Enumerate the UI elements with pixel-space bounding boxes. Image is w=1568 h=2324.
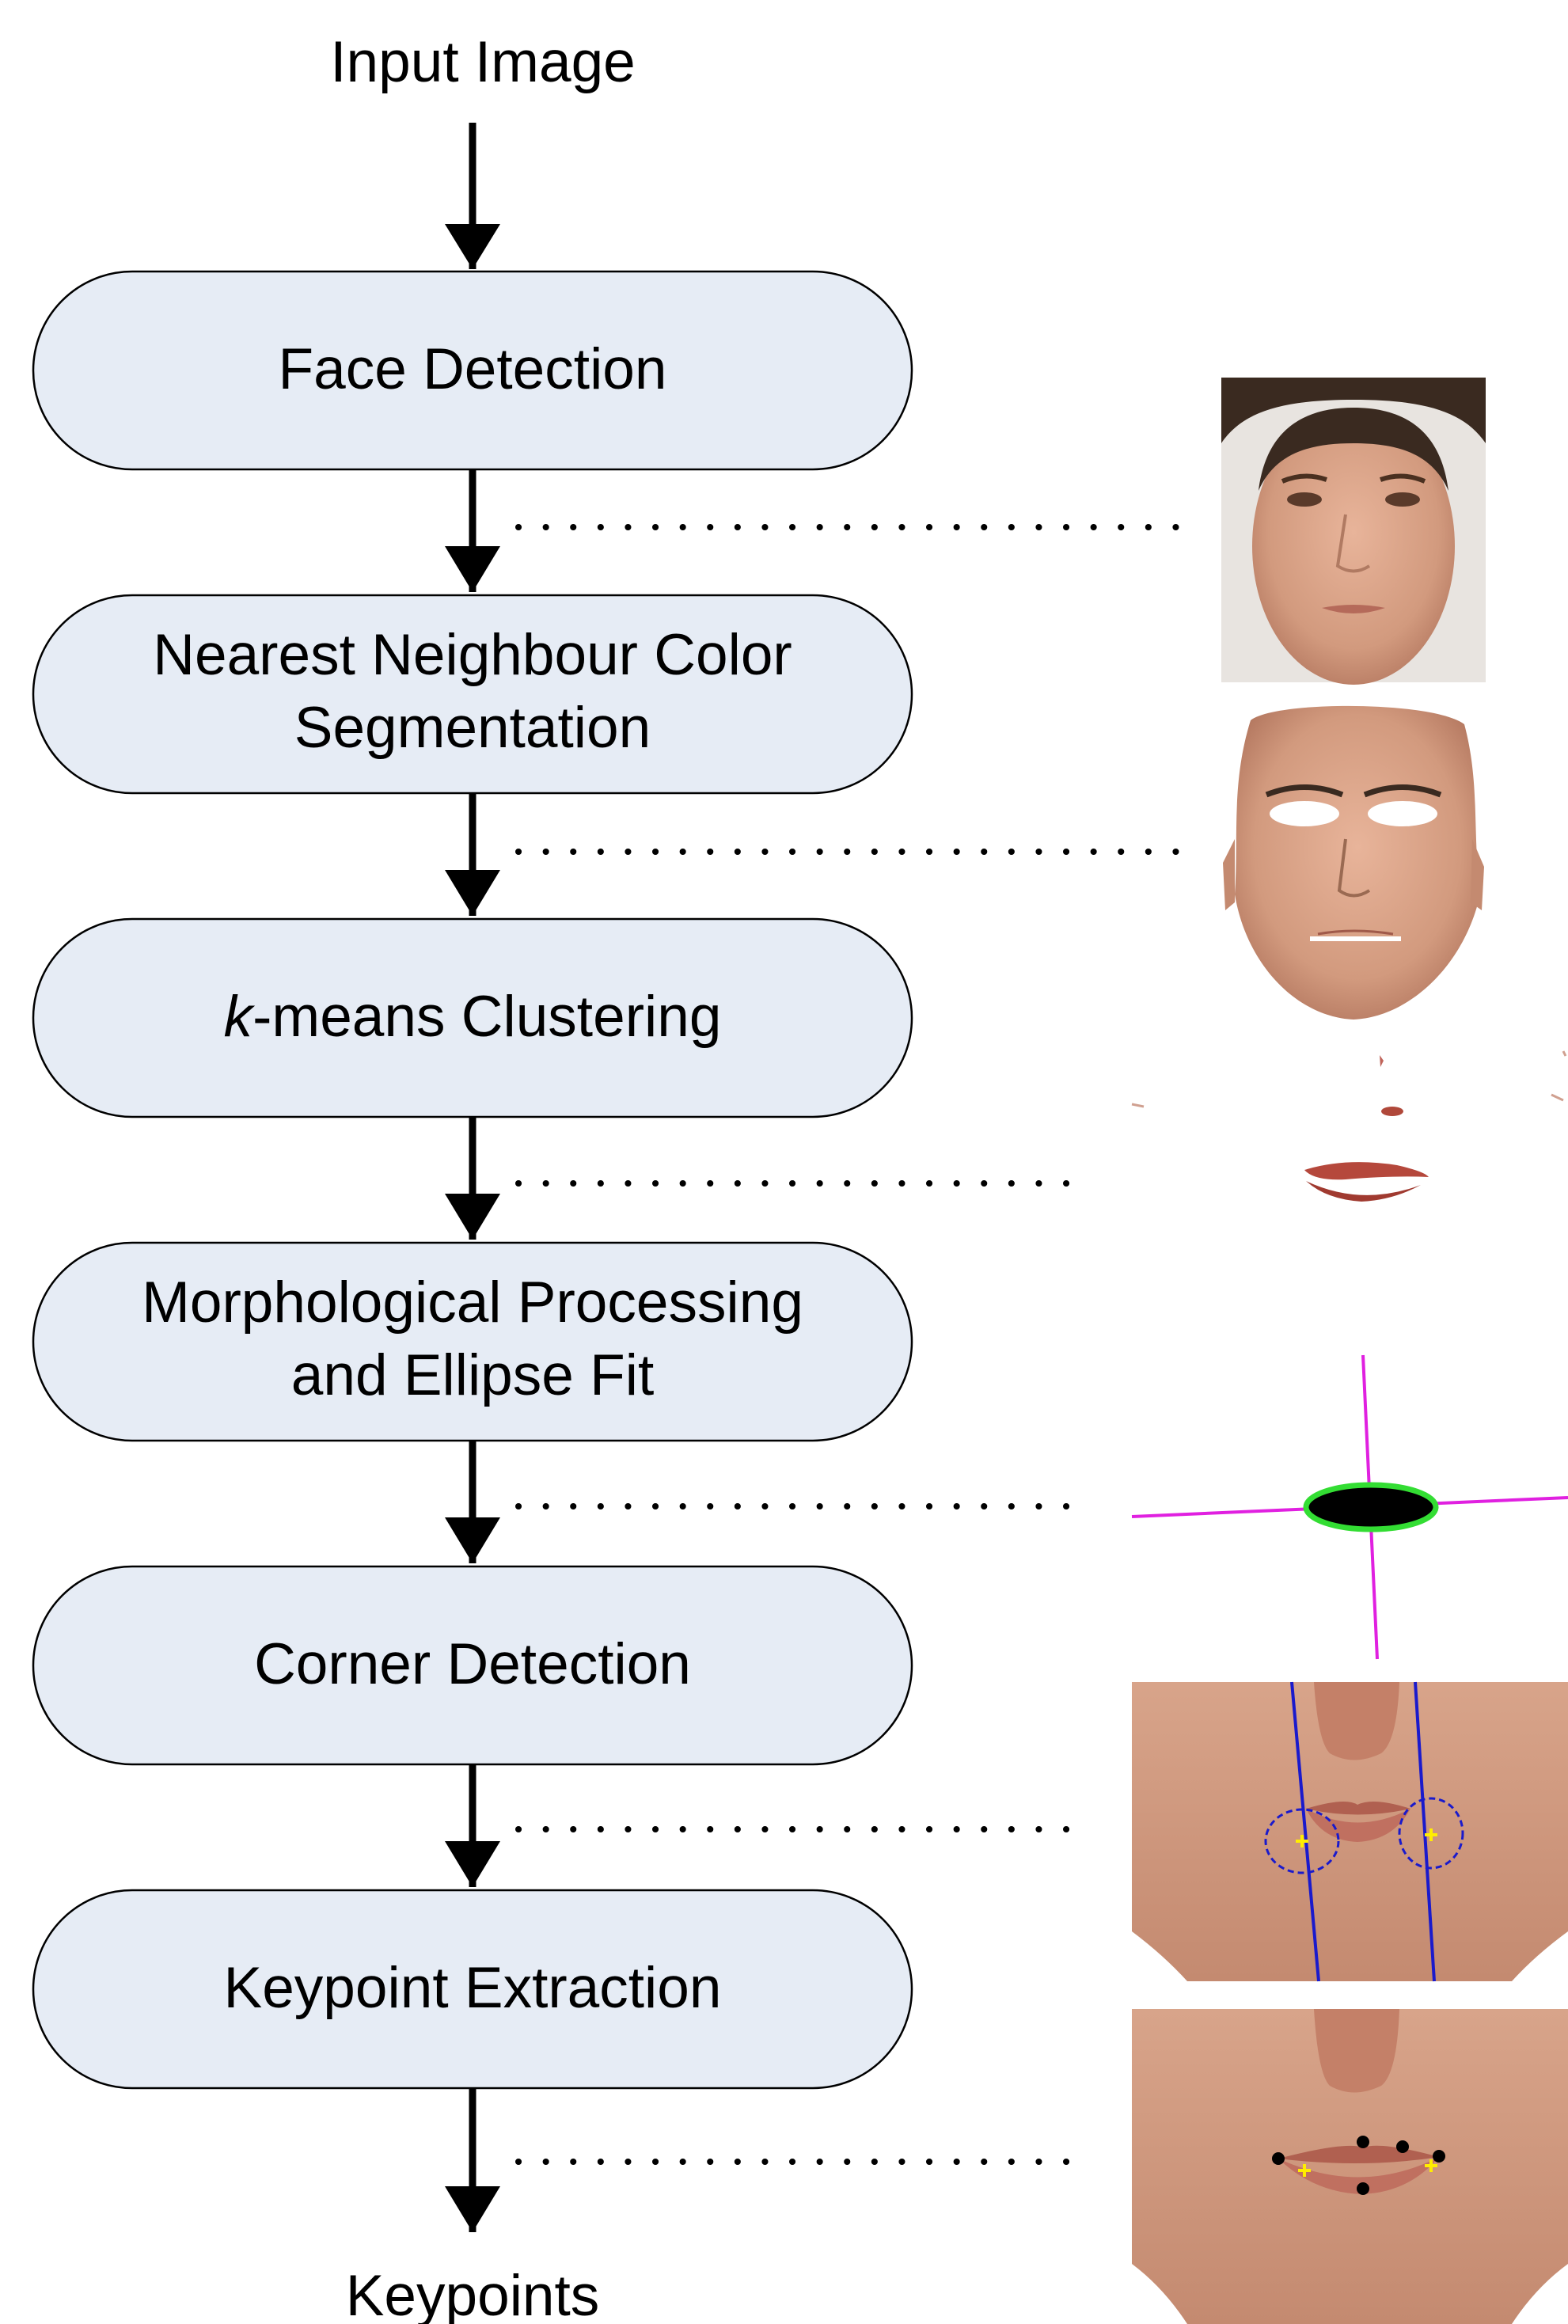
arrowhead-3	[445, 870, 500, 916]
output-label: Keypoints	[346, 2264, 600, 2324]
node-morphological-processing-label-line1: Morphological Processing	[142, 1270, 803, 1335]
face-crop-image	[1221, 378, 1486, 685]
keypoint-extraction-image	[1132, 2009, 1568, 2324]
arrowhead-7	[445, 2186, 500, 2232]
arrowhead-2	[445, 546, 500, 592]
ellipse-fit-image	[1132, 1355, 1568, 1659]
arrowhead-6	[445, 1841, 500, 1887]
node-kmeans-clustering-label: k-means Clustering	[224, 985, 722, 1049]
arrowhead-5	[445, 1517, 500, 1563]
node-color-segmentation-label-line1: Nearest Neighbour Color	[153, 623, 792, 687]
node-morphological-processing-label-line2: and Ellipse Fit	[291, 1343, 655, 1407]
segmentation-image	[1223, 706, 1484, 1020]
arrowhead-4	[445, 1194, 500, 1240]
node-face-detection-label: Face Detection	[279, 337, 667, 401]
node-corner-detection-label: Corner Detection	[254, 1632, 691, 1696]
node-keypoint-extraction-label: Keypoint Extraction	[224, 1956, 722, 2020]
input-label: Input Image	[330, 30, 636, 94]
node-color-segmentation-label-line2: Segmentation	[294, 696, 651, 760]
corner-detection-image	[1132, 1682, 1568, 1981]
arrowhead-1	[445, 224, 500, 269]
kmeans-image	[1132, 1051, 1566, 1202]
